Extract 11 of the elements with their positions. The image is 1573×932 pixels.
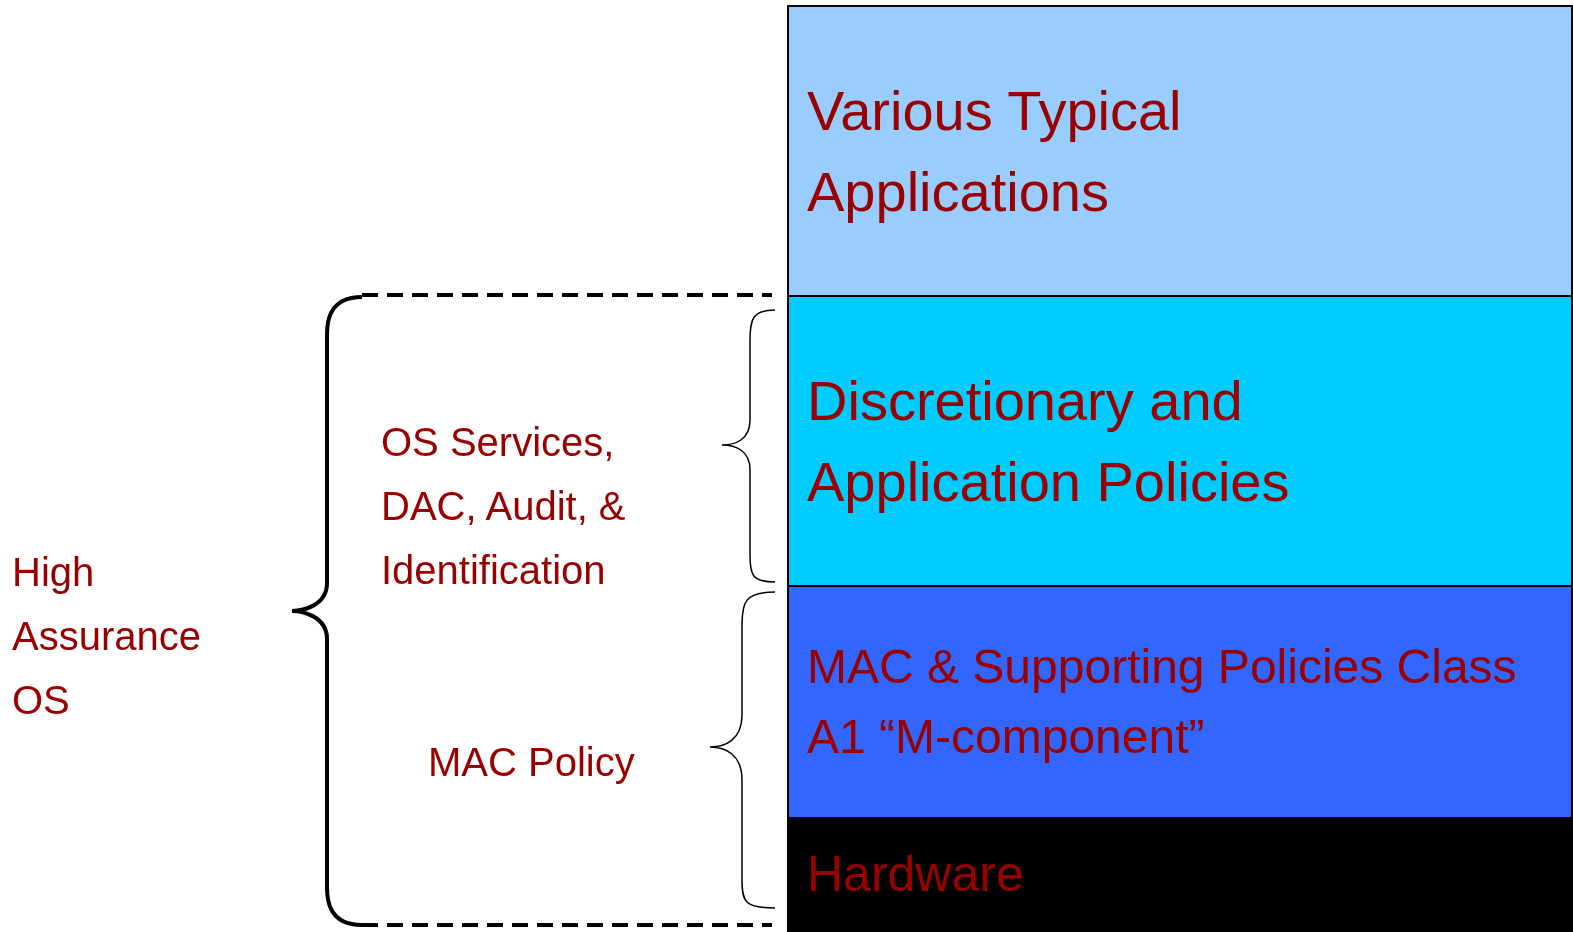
- side-label: OS Services, DAC, Audit, & Identification: [381, 419, 627, 594]
- layer-label: MAC & Supporting Policies Class A1 “M-component”: [807, 639, 1518, 765]
- layer-label: Hardware: [807, 845, 1024, 905]
- layer-box: [787, 5, 1573, 297]
- layer-label: Various Typical Applications: [807, 77, 1183, 225]
- layer-box: [787, 585, 1573, 819]
- layer-box: [787, 817, 1573, 932]
- side-label: High Assurance OS: [12, 549, 202, 724]
- layer-box: [787, 295, 1573, 587]
- layer-label: Discretionary and Application Policies: [807, 367, 1291, 515]
- side-label: MAC Policy: [428, 739, 636, 786]
